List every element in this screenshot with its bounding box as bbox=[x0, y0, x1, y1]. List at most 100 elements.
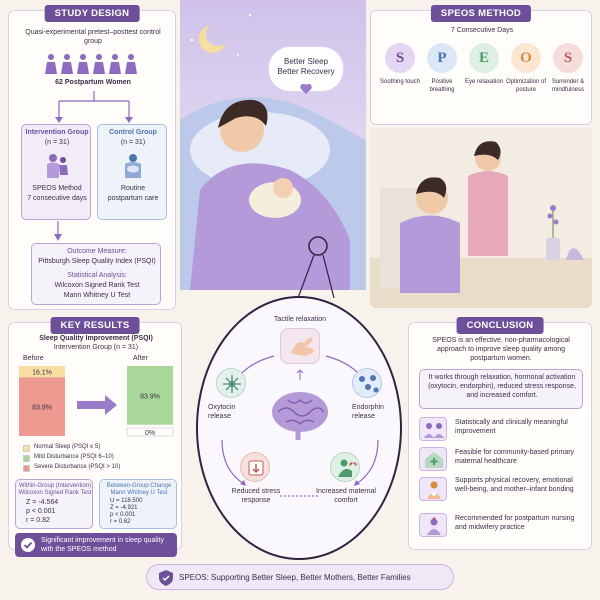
stress-icon bbox=[240, 452, 270, 482]
down-arrow bbox=[54, 221, 62, 241]
outcome-title: Outcome Measure: bbox=[67, 248, 127, 255]
study-design-title: STUDY DESIGN bbox=[44, 5, 140, 22]
analysis-2: Mann Whitney U Test bbox=[63, 292, 131, 299]
chart-title-2: Intervention Group (n = 31) bbox=[53, 344, 139, 351]
nurse-icon bbox=[419, 513, 447, 537]
intervention-n: (n = 31) bbox=[44, 139, 70, 146]
control-desc-2: postpartum care bbox=[107, 195, 159, 202]
significance-banner: Significant improvement in sleep quality… bbox=[15, 533, 177, 557]
oxytocin-icon bbox=[216, 368, 246, 398]
legend: Normal Sleep (PSQI ≤ 5) Mild Disturbance … bbox=[23, 443, 173, 473]
mother-baby-icon bbox=[125, 154, 141, 178]
speos-method-title: SPEOS METHOD bbox=[430, 5, 532, 22]
legend-label: Normal Sleep (PSQI ≤ 5) bbox=[34, 444, 101, 451]
bar-label-after-bottom: 0% bbox=[145, 430, 155, 437]
bar-label-before-top: 16.1% bbox=[32, 370, 52, 377]
split-arrows bbox=[55, 91, 133, 123]
heart-icon bbox=[300, 84, 312, 94]
key-results-title: KEY RESULTS bbox=[50, 317, 140, 334]
outcome-box: Outcome Measure: Pittsburgh Sleep Qualit… bbox=[31, 243, 161, 305]
speos-step-5-icon: S bbox=[553, 43, 583, 73]
bar-segment-before-3 bbox=[19, 377, 65, 436]
banner-line-1: Significant improvement in sleep quality bbox=[41, 537, 164, 544]
legend-item: Mild Disturbance (PSQI 6–10) bbox=[23, 453, 173, 463]
speos-step-4-icon: O bbox=[511, 43, 541, 73]
stress-label: Reduced stress response bbox=[226, 488, 286, 506]
between-u: U = 118.500 bbox=[110, 498, 143, 504]
speos-step-2-icon: P bbox=[427, 43, 457, 73]
shield-icon bbox=[159, 570, 173, 586]
hero-illustration bbox=[180, 0, 366, 290]
conclusion-text-2: It works through relaxation, hormonal ac… bbox=[428, 374, 576, 399]
brain-icon bbox=[272, 392, 328, 440]
legend-label: Severe Disturbance (PSQI > 10) bbox=[34, 464, 121, 471]
speos-method-subtitle: 7 Consecutive Days bbox=[450, 27, 514, 34]
within-p: p < 0.001 bbox=[26, 508, 56, 515]
between-p: p < 0.001 bbox=[110, 512, 136, 518]
comfort-line-1: Increased maternal bbox=[316, 488, 376, 495]
comfort-line-2: comfort bbox=[334, 496, 358, 504]
mother-massage-icon bbox=[47, 154, 68, 178]
participants-icon bbox=[45, 54, 137, 74]
between-title-2: Mann Whitney U Test bbox=[110, 490, 168, 496]
legend-swatch bbox=[23, 444, 30, 452]
intervention-title: Intervention Group bbox=[25, 129, 89, 136]
banner-line-2: with the SPEOS method bbox=[41, 546, 117, 553]
conclusion-item-1: Statistically and clinically meaningful … bbox=[455, 419, 568, 435]
speos-step-4-label: Optimization of posture bbox=[505, 79, 547, 93]
speos-step-1-icon: S bbox=[385, 43, 415, 73]
after-label: After bbox=[133, 355, 148, 362]
bar-segment-before-1 bbox=[19, 366, 65, 378]
between-group-box: Between-Group Change Mann Whitney U Test… bbox=[99, 479, 177, 529]
bar-segment-after-zero bbox=[126, 427, 174, 437]
legend-item: Normal Sleep (PSQI ≤ 5) bbox=[23, 443, 173, 453]
therapist-illustration bbox=[370, 128, 592, 308]
chart-title-1: Sleep Quality Improvement (PSQI) bbox=[39, 335, 153, 342]
sleep-bubble: Better Sleep Better Recovery bbox=[268, 46, 344, 92]
bubble-line-2: Better Recovery bbox=[277, 67, 335, 76]
conclusion-text-1: SPEOS is an effective, non-pharmacologic… bbox=[432, 337, 570, 362]
study-design-panel: STUDY DESIGN Quasi-experimental pretest–… bbox=[8, 5, 176, 310]
legend-item: Severe Disturbance (PSQI > 10) bbox=[23, 463, 173, 473]
conclusion-title: CONCLUSION bbox=[456, 317, 544, 334]
oxytocin-line-2: release bbox=[208, 412, 231, 420]
participants-label: 62 Postpartum Women bbox=[55, 79, 131, 86]
within-group-box: Within-Group (Intervention) Wilcoxon Sig… bbox=[15, 479, 93, 529]
legend-swatch bbox=[23, 454, 30, 462]
before-label: Before bbox=[23, 355, 44, 362]
endorphin-line-1: Endorphin bbox=[352, 404, 384, 411]
check-circle-icon bbox=[21, 538, 35, 552]
endorphin-label: Endorphin release bbox=[352, 404, 384, 422]
stress-line-1: Reduced stress bbox=[231, 488, 281, 495]
oxytocin-label: Oxytocin release bbox=[208, 404, 235, 422]
analysis-title: Statistical Analysis: bbox=[67, 272, 127, 279]
outcome-value: Pittsburgh Sleep Quality Index (PSQI) bbox=[38, 258, 156, 265]
control-n: (n = 31) bbox=[120, 139, 146, 146]
within-z: Z = -4.564 bbox=[26, 499, 59, 506]
control-desc-1: Routine bbox=[120, 185, 146, 192]
sleeping-mother-illustration bbox=[180, 0, 366, 290]
therapy-scene bbox=[370, 128, 592, 308]
psqi-chart: 16.1%83.9%83.9%0% bbox=[19, 366, 174, 437]
key-results-panel: KEY RESULTS Sleep Quality Improvement (P… bbox=[8, 317, 182, 557]
endorphin-icon bbox=[352, 368, 382, 398]
intervention-desc-2: 7 consecutive days bbox=[27, 195, 87, 202]
cycle-arrows bbox=[221, 355, 379, 497]
within-title-1: Within-Group (Intervention) bbox=[18, 483, 92, 489]
between-z: Z = -4.921 bbox=[110, 505, 138, 511]
conclusion-item-4: Recommended for postpartum nursing and m… bbox=[455, 515, 575, 531]
between-r: r = 0.62 bbox=[110, 519, 131, 525]
hand-icon bbox=[280, 328, 320, 364]
clinic-icon bbox=[419, 447, 447, 471]
tactile-relaxation-label: Tactile relaxation bbox=[273, 316, 327, 323]
bar-segment-after-2 bbox=[127, 366, 173, 425]
intervention-desc-1: SPEOS Method bbox=[32, 185, 82, 192]
footer-text: SPEOS: Supporting Better Sleep, Better M… bbox=[179, 573, 411, 582]
study-design-type: Quasi-experimental pretest–posttest cont… bbox=[25, 29, 161, 45]
bar-label-before-bottom: 83.9% bbox=[32, 405, 52, 412]
between-title-1: Between-Group Change bbox=[106, 483, 172, 489]
bubble-line-1: Better Sleep bbox=[283, 57, 329, 66]
improvement-arrow-icon bbox=[77, 395, 117, 415]
conclusion-item-2: Feasible for community-based primary mat… bbox=[455, 449, 575, 465]
